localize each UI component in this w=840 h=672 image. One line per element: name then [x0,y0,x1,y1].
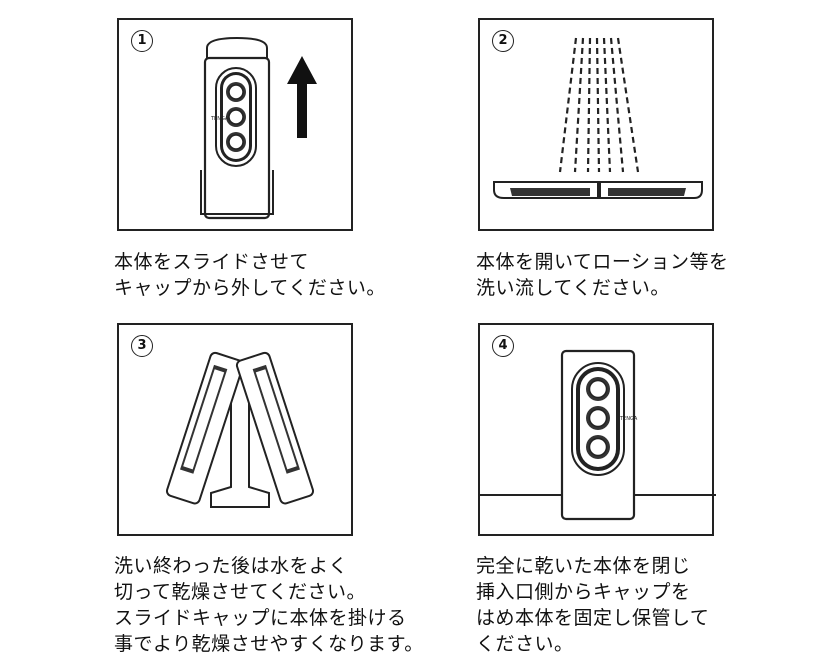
step-3-number: 3 [131,335,153,357]
step-2-caption: 本体を開いてローション等を 洗い流してください。 [476,251,729,299]
step-2-number: 2 [492,30,514,52]
step-4-panel: 4 TENGA [478,323,716,536]
step-1-panel: 1 TENGA [117,18,353,231]
step-3-panel: 3 [117,323,353,536]
step-4-number: 4 [492,335,514,357]
step-4-caption: 完全に乾いた本体を閉じ 挿入口側からキャップを はめ本体を固定し保管して くださ… [476,555,710,655]
brand-logo-1: TENGA [210,116,229,122]
device-rinse-illustration [493,37,703,199]
step-2-panel: 2 [478,18,714,231]
brand-logo-4: TENGA [619,416,638,422]
device-slide-illustration: TENGA [200,36,317,220]
step-1-caption: 本体をスライドさせて キャップから外してください。 [114,251,386,299]
step-3-caption: 洗い終わった後は水をよく 切って乾燥させてください。 スライドキャップに本体を掛… [114,555,424,655]
step-1-number: 1 [131,30,153,52]
device-storage-illustration: TENGA [480,349,716,521]
device-drying-illustration [165,351,315,508]
